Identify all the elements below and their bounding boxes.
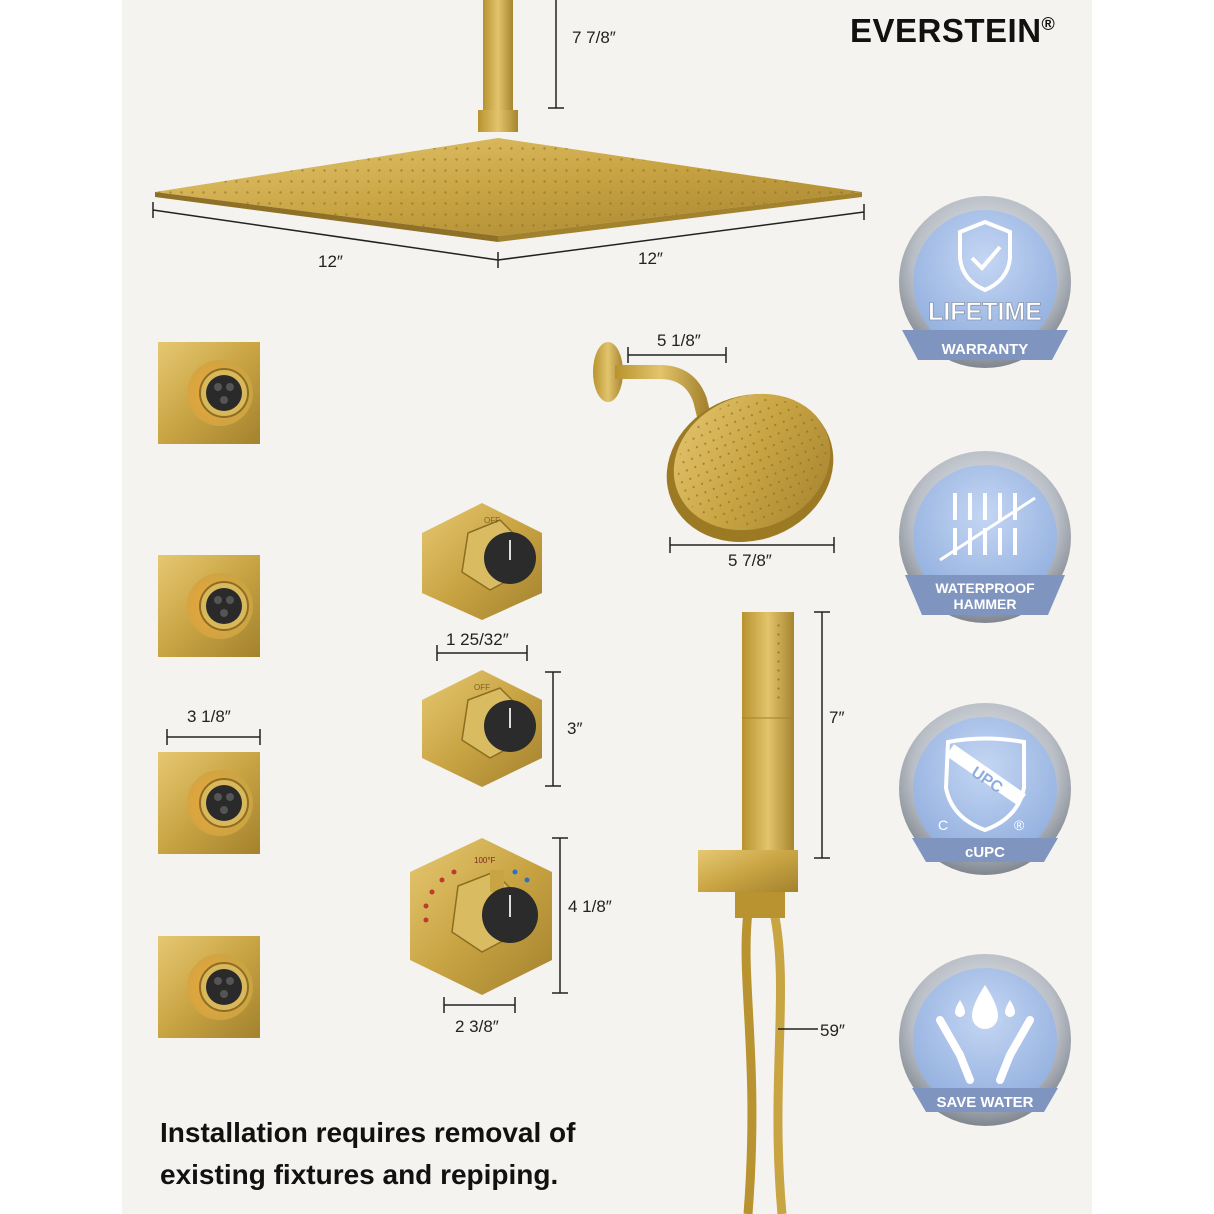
badge-lifetime-text: LIFETIME	[928, 298, 1042, 326]
dim-wall-arm-length: 5 1/8″	[657, 331, 701, 350]
caption-line-2: existing fixtures and repiping.	[160, 1159, 559, 1190]
wall-shower-head	[593, 342, 834, 542]
installation-caption: Installation requires removal of existin…	[160, 1112, 700, 1196]
shield-check-icon	[958, 219, 1012, 293]
badge-waterproof-text: WATERPROOF	[935, 580, 1035, 596]
badge-r-mark: ®	[1014, 817, 1025, 833]
wall-head-dimension-lines	[627, 347, 835, 553]
badge-save-water-text: SAVE WATER	[937, 1094, 1034, 1111]
water-drop-hands-icon	[955, 985, 1015, 1029]
ceiling-arm	[483, 0, 513, 115]
body-jet-3	[158, 752, 260, 854]
valve-dimension-lines	[436, 645, 568, 1013]
body-jet-dimension-line	[166, 729, 261, 745]
body-jets	[158, 342, 261, 1038]
dim-wall-head-diameter: 5 7/8″	[728, 551, 772, 570]
dim-diverter-height: 3″	[567, 719, 583, 738]
badge-lifetime-warranty: LIFETIME WARRANTY	[899, 196, 1071, 368]
handheld-handle	[742, 612, 794, 862]
caption-line-1: Installation requires removal of	[160, 1117, 576, 1148]
temp-label: 100°F	[474, 856, 496, 865]
brand-logo: EVERSTEIN®	[850, 12, 1055, 50]
valve-off-label-2: OFF	[474, 683, 490, 692]
body-jet-1	[158, 342, 260, 444]
badge-hammer-text: HAMMER	[954, 596, 1017, 612]
brand-registered-mark: ®	[1041, 14, 1056, 34]
dim-handheld-length: 7″	[829, 708, 845, 727]
dim-thermostat-height: 4 1/8″	[568, 897, 612, 916]
dim-rain-head-width-right: 12″	[638, 249, 663, 268]
diverter-valve-middle: OFF	[422, 670, 542, 787]
body-jet-4	[158, 936, 260, 1038]
body-jet-2	[158, 555, 260, 657]
diverter-valve-top: OFF	[422, 503, 542, 620]
valve-off-label: OFF	[484, 516, 500, 525]
wall-holder	[698, 850, 798, 892]
thermostatic-valve: 100°F	[410, 838, 552, 995]
badge-waterproof-hammer: WATERPROOF HAMMER	[899, 451, 1071, 623]
dim-rain-head-width-left: 12″	[318, 252, 343, 271]
badge-c-mark: C	[938, 817, 948, 833]
badge-warranty-text: WARRANTY	[942, 341, 1029, 358]
handheld-shower	[698, 612, 798, 1214]
rain-shower-assembly	[155, 0, 862, 242]
rain-head-nozzles	[155, 138, 862, 236]
dim-hose-length: 59″	[820, 1021, 845, 1040]
arm-connector	[478, 110, 518, 132]
rain-dimension-lines	[152, 0, 865, 268]
dim-rain-arm-height: 7 7/8″	[572, 28, 616, 47]
handheld-dimension-lines	[778, 611, 830, 1030]
waterproof-hammer-icon	[939, 493, 1036, 562]
badge-save-water: SAVE WATER	[899, 954, 1071, 1126]
badge-cupc: UPC C ® cUPC	[899, 703, 1071, 875]
badge-cupc-text: cUPC	[965, 844, 1005, 861]
dim-body-jet-width: 3 1/8″	[187, 707, 231, 726]
dim-diverter-width: 1 25/32″	[446, 630, 509, 649]
dim-thermostat-width: 2 3/8″	[455, 1017, 499, 1036]
upc-shield-icon	[943, 736, 1026, 833]
brand-name: EVERSTEIN	[850, 12, 1042, 49]
